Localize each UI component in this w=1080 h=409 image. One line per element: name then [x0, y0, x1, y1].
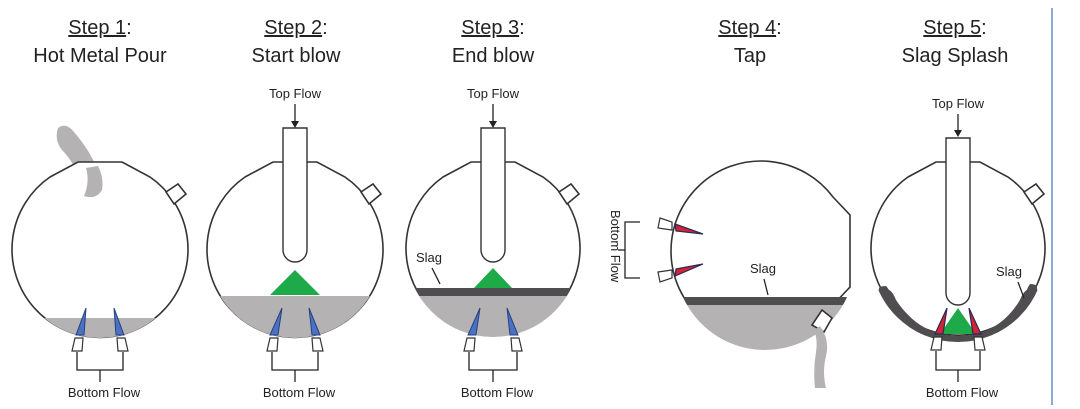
bottom-flow-lines: [271, 352, 319, 371]
step-2-name: Start blow: [252, 45, 341, 67]
arrow-down-icon: [291, 121, 299, 128]
tuyere-icon: [463, 337, 476, 352]
step-1-name: Hot Metal Pour: [33, 45, 167, 67]
slag-pointer: [431, 267, 441, 285]
oxygen-lance: [945, 137, 971, 306]
vessel-3-slag-layer: [406, 288, 580, 296]
step-1-colon: :: [126, 17, 132, 39]
step-3-vessel-group: Top Flow Slag Bottom Flow: [405, 86, 581, 400]
bottom-flow-label: Bottom Flow: [263, 385, 336, 400]
bottom-flow-label: Bottom Flow: [461, 385, 534, 400]
oxygen-jet-cone: [270, 270, 320, 295]
tuyere-icon: [510, 337, 523, 352]
step-4-colon: :: [776, 17, 782, 39]
tuyere-icon: [973, 336, 986, 351]
slag-label: Slag: [750, 261, 776, 276]
bottom-nozzle-icon: [269, 307, 283, 336]
step-3-colon: :: [519, 17, 525, 39]
step-5-vessel-group: Top Flow Slag Bottom Flow: [870, 96, 1046, 400]
svg-text:Step 1:: Step 1:: [68, 17, 131, 39]
bottom-flow-label-vertical: Bottom Flow: [608, 210, 623, 283]
vessel-4-metal-bath: [675, 305, 855, 350]
step-3-number: Step 3: [461, 17, 519, 39]
bottom-nozzle-icon: [308, 307, 321, 336]
vessel-4-slag-layer: [675, 297, 855, 305]
step-3-name: End blow: [452, 45, 535, 67]
vessel-2-taphole: [359, 182, 383, 206]
bottom-nozzle-icon: [968, 307, 982, 335]
bottom-nozzle-icon: [75, 307, 87, 336]
svg-text:Step 4:: Step 4:: [718, 17, 781, 39]
step-2-colon: :: [322, 17, 328, 39]
step-5-number: Step 5: [923, 17, 981, 39]
slag-splash-right: [1026, 284, 1038, 300]
hot-metal-inflow: [84, 166, 103, 198]
bottom-flow-lines: [468, 352, 518, 371]
slag-pointer: [1017, 281, 1025, 299]
vessel-2-metal-bath: [207, 296, 383, 338]
step-2-number: Step 2: [264, 17, 322, 39]
step-3-title: Step 3: End blow: [452, 17, 535, 67]
oxygen-lance: [480, 127, 506, 263]
bottom-flow-lines: [624, 221, 640, 279]
bottom-flow-lines: [935, 351, 981, 371]
tap-nozzle-icon: [674, 223, 704, 235]
step-4-vessel-group: Bottom Flow Slag: [608, 160, 855, 388]
tuyere-icon: [116, 337, 129, 352]
step-2-vessel-group: Top Flow Bottom Flow: [206, 86, 384, 400]
oxygen-lance: [282, 127, 308, 263]
slag-splash-left: [878, 286, 890, 300]
step-1-number: Step 1: [68, 17, 126, 39]
tuyere-icon: [71, 337, 84, 352]
tap-nozzle-icon: [674, 263, 704, 277]
arrow-down-icon: [954, 130, 962, 137]
vessel-3-taphole: [557, 182, 581, 206]
nitrogen-jet-cone: [940, 308, 976, 334]
vessel-3-metal-bath: [406, 296, 580, 337]
step-4-number: Step 4: [718, 17, 776, 39]
arrow-down-icon: [489, 121, 497, 128]
step-4-name: Tap: [734, 45, 766, 67]
vessel-1-metal-bath: [12, 318, 188, 338]
tuyere-icon: [930, 336, 943, 351]
bottom-flow-label: Bottom Flow: [926, 385, 999, 400]
slag-label: Slag: [996, 264, 1022, 279]
slag-pointer: [763, 278, 769, 296]
svg-text:Step 5:: Step 5:: [923, 17, 986, 39]
step-1-title: Step 1: Hot Metal Pour: [33, 17, 167, 67]
bottom-nozzle-icon: [467, 307, 481, 336]
tuyere-icon: [657, 217, 673, 231]
step-2-title: Step 2: Start blow: [252, 17, 341, 67]
vessel-1-taphole: [164, 182, 188, 206]
tuyere-icon: [657, 269, 673, 283]
step-5-title: Step 5: Slag Splash: [902, 17, 1009, 67]
oxygen-jet-cone: [474, 268, 512, 288]
svg-text:Step 2:: Step 2:: [264, 17, 327, 39]
vessel-5-taphole: [1022, 182, 1046, 206]
vessel-5-slag-coating: [878, 288, 1038, 342]
tapping-stream: [814, 326, 828, 388]
bottom-flow-lines: [76, 352, 124, 371]
bottom-nozzle-icon: [934, 307, 948, 335]
top-flow-label: Top Flow: [269, 86, 322, 101]
bottom-nozzle-icon: [506, 307, 519, 336]
tuyere-icon: [311, 337, 324, 352]
slag-label: Slag: [416, 250, 442, 265]
top-flow-label: Top Flow: [932, 96, 985, 111]
svg-text:Step 3:: Step 3:: [461, 17, 524, 39]
bottom-nozzle-icon: [113, 307, 125, 336]
tuyere-icon: [266, 337, 279, 352]
step-5-name: Slag Splash: [902, 45, 1009, 67]
top-flow-label: Top Flow: [467, 86, 520, 101]
step-5-colon: :: [981, 17, 987, 39]
step-1-vessel-group: Bottom Flow: [11, 125, 189, 400]
step-4-title: Step 4: Tap: [718, 17, 781, 67]
bottom-flow-label: Bottom Flow: [68, 385, 141, 400]
